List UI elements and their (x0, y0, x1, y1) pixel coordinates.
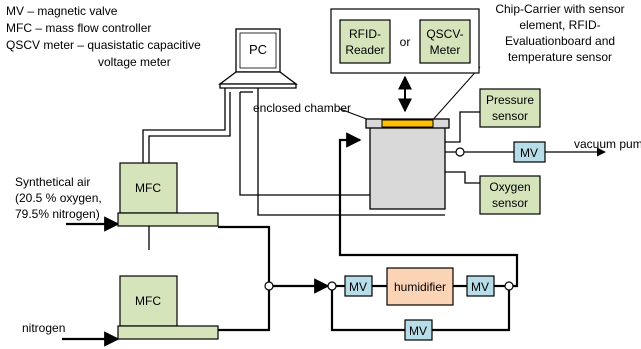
junction-node-1 (264, 281, 274, 291)
legend-qscv: QSCV meter – quasistatic capacitive (6, 38, 201, 52)
synthetic-air-line2: (20.5 % oxygen, (15, 191, 102, 205)
qscv-meter-line2: Meter (430, 43, 461, 57)
pressure-sensor-line2: sensor (492, 109, 528, 123)
chip-carrier (381, 119, 434, 128)
bypass-mv-box (404, 319, 433, 341)
mfc-bottom-base (117, 325, 219, 340)
chip-caption-line3: Evaluationboard and (505, 34, 615, 48)
oxygen-sensor-line1: Oxygen (489, 180, 530, 194)
bypass-left (330, 290, 405, 332)
humidifier-outlet-mv-box (466, 275, 495, 297)
rfid-reader-line1: RFID- (349, 27, 381, 41)
vacuum-mv-label: MV (520, 146, 538, 160)
mfc-bottom-box (119, 275, 178, 327)
pc-label: PC (249, 42, 267, 57)
chamber-label: enclosed chamber (253, 101, 351, 115)
bypass-right (432, 290, 511, 332)
synthetic-air-line3: 79.5% nitrogen) (15, 207, 100, 221)
nitrogen-to-junction (218, 288, 271, 332)
rfid-reader-box (339, 19, 391, 64)
humidifier-outlet-mv-label: MV (471, 280, 489, 294)
humidifier-box (386, 267, 454, 306)
rfid-reader-line2: Reader (345, 43, 384, 57)
pc-chamber-line (239, 92, 370, 196)
legend-mv: MV – magnetic valve (6, 4, 118, 18)
vacuum-node (455, 147, 465, 157)
legend-qscv-cont: voltage meter (98, 55, 171, 69)
oxygen-sensor-box (479, 175, 541, 215)
oxygen-sensor-line (445, 171, 480, 184)
mfc-top-box (119, 162, 178, 214)
chip-caption-line1: Chip-Carrier with sensor (495, 2, 624, 16)
junction-node-2 (327, 281, 337, 291)
humidifier-inlet-mv-box (344, 275, 373, 297)
legend-mfc: MFC – mass flow controller (6, 21, 151, 35)
enclosed-chamber (369, 126, 446, 210)
chip-caption-line4: temperature sensor (508, 50, 612, 64)
pressure-sensor-line (445, 111, 480, 143)
pc-mfc-line-1 (142, 88, 226, 163)
pressure-sensor-box (479, 88, 541, 128)
chip-caption-line2: element, RFID- (519, 18, 600, 32)
vacuum-mv-box (513, 141, 546, 163)
qscv-meter-box (419, 19, 471, 64)
oxygen-sensor-line2: sensor (492, 196, 528, 210)
or-label: or (400, 35, 411, 49)
humidifier-label: humidifier (394, 280, 446, 294)
vacuum-pump-label: vacuum pump (574, 137, 641, 151)
pc-icon (218, 28, 298, 89)
junction-node-3 (504, 281, 514, 291)
mfc-bottom-label: MFC (135, 294, 161, 308)
synthetic-air-line1: Synthetical air (15, 175, 90, 189)
mfc-top-base (117, 212, 219, 227)
pressure-sensor-line1: Pressure (486, 93, 534, 107)
mfc-top-label: MFC (135, 181, 161, 195)
return-to-chamber-arrow (338, 132, 519, 288)
nitrogen-label: nitrogen (22, 321, 65, 335)
air-to-junction (218, 225, 271, 283)
humidifier-inlet-mv-label: MV (349, 280, 367, 294)
qscv-meter-line1: QSCV- (426, 27, 463, 41)
bypass-mv-label: MV (409, 324, 427, 338)
pc-mfc-line-2 (148, 92, 231, 163)
pc-oxygen-line (257, 88, 445, 216)
chip-pointer (429, 66, 481, 124)
